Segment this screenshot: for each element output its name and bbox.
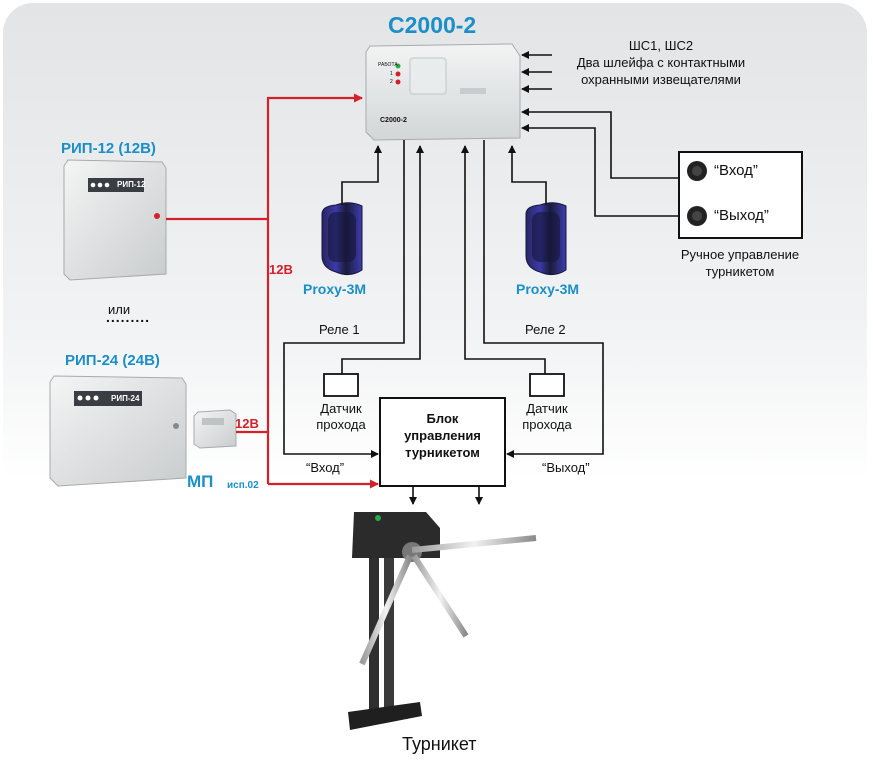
loops-note-line3: охранными извещателями bbox=[581, 72, 741, 87]
converter-title: МП bbox=[187, 472, 214, 491]
manual-button-exit-label: “Выход” bbox=[714, 207, 769, 224]
control-block-line3: турникетом bbox=[405, 445, 480, 460]
sensor-left-line1: Датчик bbox=[320, 401, 362, 416]
voltage-label-upper: 12В bbox=[269, 262, 293, 277]
exit-label: “Выход” bbox=[542, 460, 590, 475]
reader-right-device bbox=[525, 202, 567, 276]
reader-left-name: Proxy-3M bbox=[303, 281, 367, 297]
psu12-case-label: РИП-12 bbox=[117, 180, 146, 189]
controller-led-2: 2 bbox=[390, 79, 393, 85]
converter-device bbox=[193, 409, 237, 449]
or-label: или bbox=[108, 302, 131, 317]
sensor-left-box bbox=[323, 373, 359, 397]
psu24-title: РИП-24 (24В) bbox=[65, 352, 160, 369]
loops-note-line2: Два шлейфа с контактными bbox=[576, 55, 746, 70]
entry-label: “Вход” bbox=[306, 460, 345, 475]
signal-lines bbox=[283, 51, 679, 505]
turnstile-label: Турникет bbox=[402, 734, 477, 754]
or-dots: ......... bbox=[106, 309, 151, 325]
control-block-line1: Блок bbox=[426, 411, 459, 426]
turnstile-device bbox=[348, 512, 537, 730]
psu12-title: РИП-12 (12В) bbox=[61, 140, 156, 157]
controller-led-1: 1 bbox=[390, 71, 393, 77]
sensor-right-line2: прохода bbox=[522, 417, 572, 432]
relay-left-label: Реле 1 bbox=[319, 322, 360, 337]
psu24-case-label: РИП-24 bbox=[111, 394, 140, 403]
sensor-right-line1: Датчик bbox=[526, 401, 568, 416]
control-block-box bbox=[379, 397, 506, 487]
converter-suffix: исп.02 bbox=[227, 480, 259, 491]
loops-note-line1: ШС1, ШС2 bbox=[628, 38, 694, 53]
voltage-label-lower: 12В bbox=[235, 416, 259, 431]
manual-control-panel bbox=[678, 151, 803, 239]
psu12-device bbox=[63, 159, 167, 281]
controller-device bbox=[365, 43, 521, 141]
control-block-line2: управления bbox=[404, 428, 481, 443]
power-lines bbox=[166, 93, 379, 489]
controller-case-label: С2000-2 bbox=[380, 117, 407, 124]
manual-button-entry-label: “Вход” bbox=[714, 162, 758, 179]
psu24-device bbox=[49, 375, 187, 487]
manual-caption-line2: турникетом bbox=[705, 264, 775, 279]
sensor-left-line2: прохода bbox=[316, 417, 366, 432]
reader-right-name: Proxy-3M bbox=[516, 281, 580, 297]
reader-left-device bbox=[321, 202, 363, 276]
manual-caption-line1: Ручное управление bbox=[680, 247, 800, 262]
sensor-right-box bbox=[529, 373, 565, 397]
controller-title: С2000-2 bbox=[388, 12, 477, 38]
controller-led-label: РАБОТА bbox=[378, 62, 398, 68]
relay-right-label: Реле 2 bbox=[525, 322, 566, 337]
